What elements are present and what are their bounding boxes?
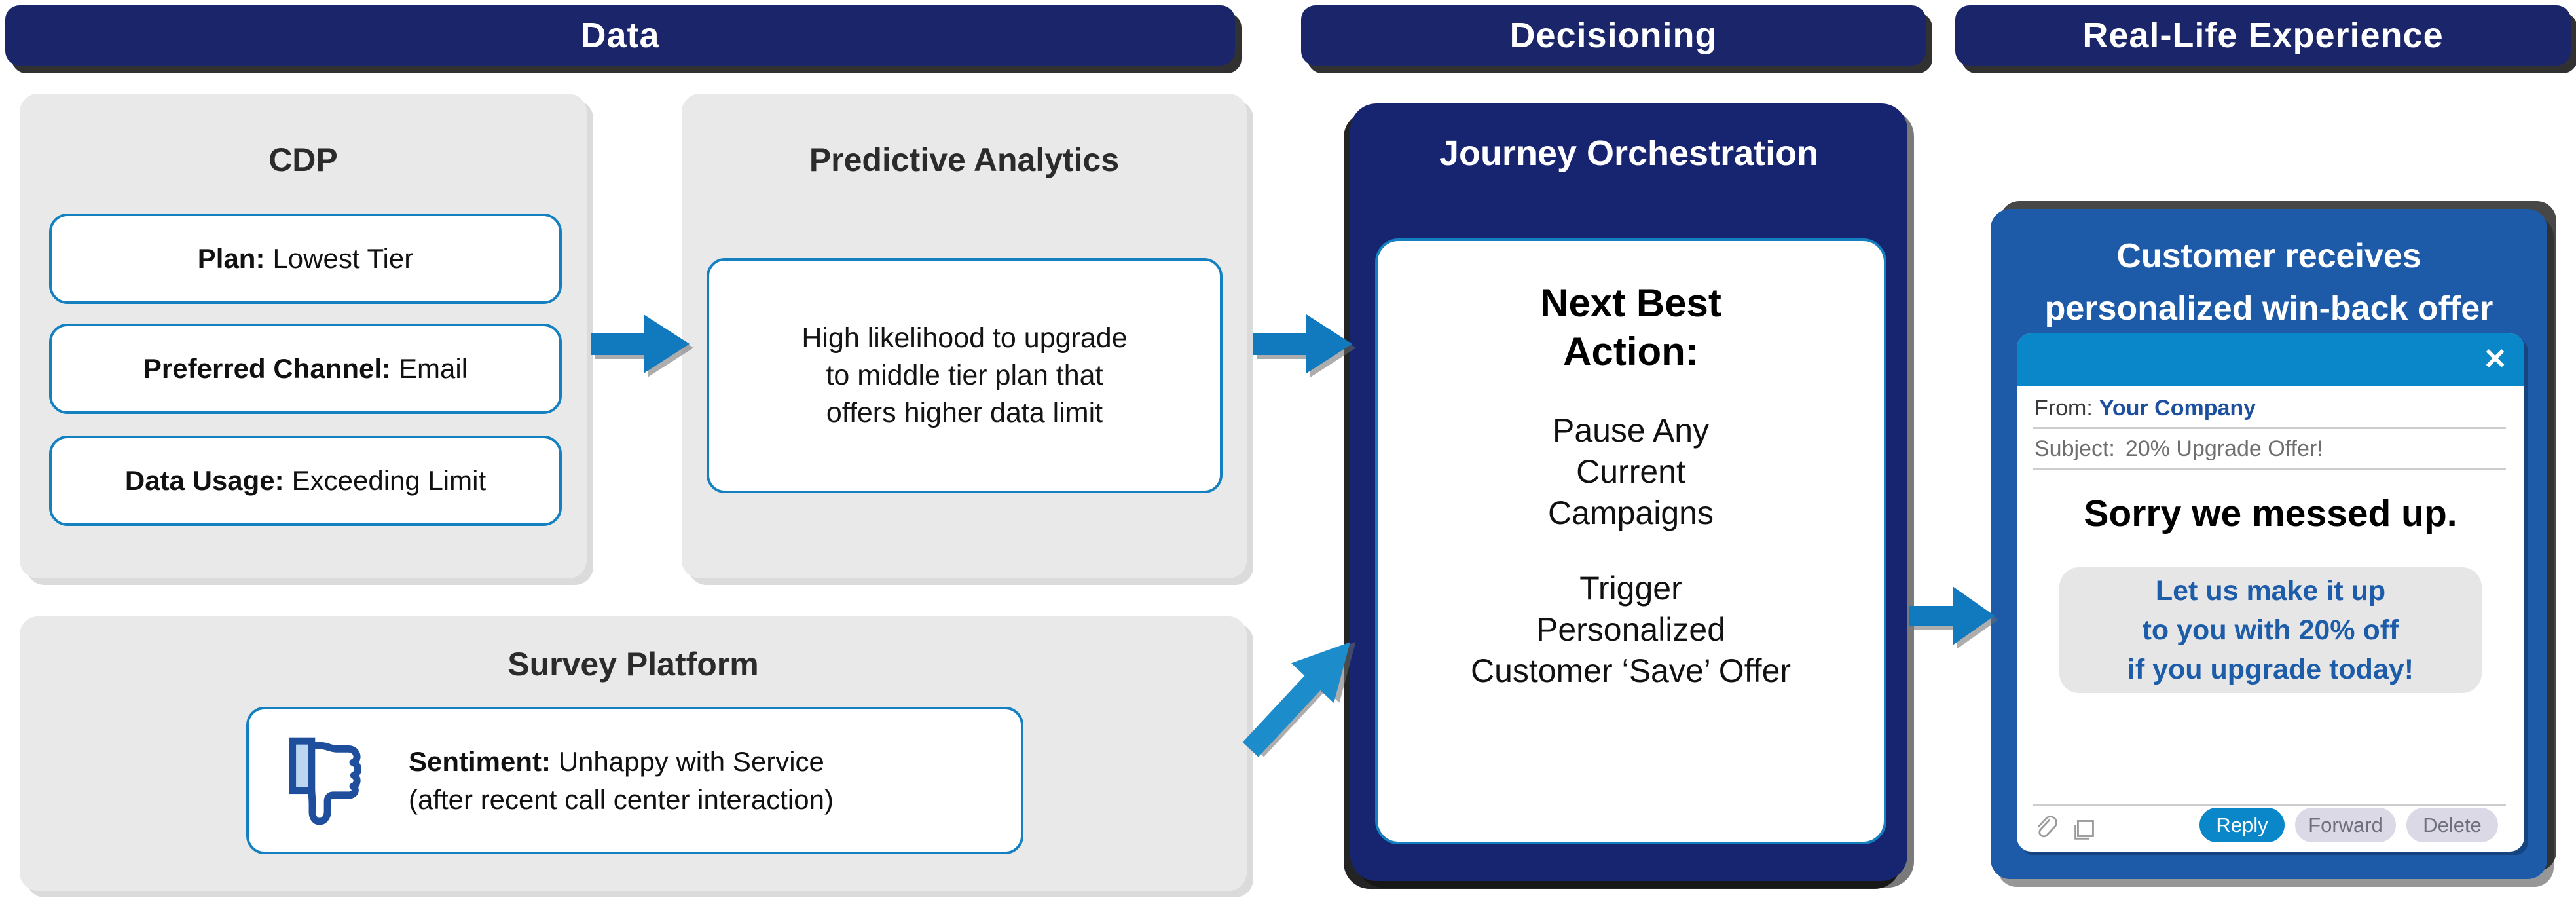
email-titlebar: [2017, 333, 2524, 386]
next-best-action-box: Next Best Action: Pause Any Current Camp…: [1375, 238, 1886, 844]
nba-action-pause: Pause Any Current Campaigns: [1548, 412, 1714, 531]
nba-action-trigger: Trigger Personalized Customer ‘Save’ Off…: [1470, 570, 1792, 689]
lane-header-data: Data: [5, 5, 1235, 66]
sentiment-line2: (after recent call center interaction): [409, 783, 834, 815]
cdp-preferred-channel-text: Preferred Channel:Email: [143, 353, 468, 384]
sentiment-text: Sentiment: Unhappy with Service (after r…: [409, 743, 834, 819]
cdp-data-usage-box: Data Usage:Exceeding Limit: [49, 436, 562, 526]
predictive-analytics-panel: Predictive Analytics High likelihood to …: [682, 94, 1247, 578]
cdp-title: CDP: [268, 141, 338, 178]
cdp-plan-text: Plan:Lowest Tier: [197, 243, 414, 274]
email-divider: [2033, 468, 2506, 470]
experience-title: Customer receives personalized win-back …: [2044, 237, 2493, 328]
journey-orchestration-title: Journey Orchestration: [1439, 134, 1819, 173]
lane-header-label: Data: [580, 16, 660, 55]
arrow-cdp-to-predictive: [591, 308, 690, 380]
email-divider: [2033, 804, 2506, 806]
survey-platform-panel: Survey Platform Sentiment: Unhappy with …: [20, 616, 1247, 891]
delete-button[interactable]: Delete: [2406, 808, 2498, 842]
cdp-data-usage-text: Data Usage:Exceeding Limit: [124, 465, 487, 496]
sentiment-line1: Sentiment: Unhappy with Service: [409, 745, 824, 777]
arrow-survey-to-journey: [1225, 619, 1376, 773]
email-action-buttons: Reply Forward Delete: [2199, 808, 2498, 842]
email-heading: Sorry we messed up.: [2084, 493, 2457, 535]
email-from-label: From:: [2034, 396, 2093, 421]
predictive-analytics-text: High likelihood to upgrade to middle tie…: [801, 322, 1128, 428]
journey-orchestration-panel: Journey Orchestration Next Best Action: …: [1350, 103, 1907, 881]
email-from-row: From:Your Company: [2034, 396, 2256, 421]
reply-button[interactable]: Reply: [2199, 808, 2285, 842]
lane-header-label: Real-Life Experience: [2082, 16, 2444, 55]
email-divider: [2033, 427, 2506, 429]
lane-header-decisioning: Decisioning: [1301, 5, 1926, 66]
survey-platform-title: Survey Platform: [507, 646, 759, 683]
copy-icon[interactable]: [2069, 814, 2099, 847]
lane-header-real-life-experience: Real-Life Experience: [1955, 5, 2571, 66]
predictive-analytics-box: High likelihood to upgrade to middle tie…: [707, 258, 1223, 493]
cdp-panel: CDP Plan:Lowest Tier Preferred Channel:E…: [20, 94, 587, 578]
email-subject-value: 20% Upgrade Offer!: [2125, 436, 2323, 461]
email-from-value[interactable]: Your Company: [2099, 396, 2256, 421]
cdp-plan-box: Plan:Lowest Tier: [49, 214, 562, 304]
email-toolbar-icons: [2031, 814, 2099, 847]
lane-header-label: Decisioning: [1509, 16, 1718, 55]
email-subject-label: Subject:: [2034, 436, 2115, 461]
next-best-action-heading: Next Best Action:: [1540, 281, 1721, 373]
predictive-analytics-title: Predictive Analytics: [809, 141, 1120, 178]
forward-button[interactable]: Forward: [2295, 808, 2396, 842]
email-offer-text: Let us make it up to you with 20% off if…: [2127, 575, 2414, 685]
arrow-predictive-to-journey: [1253, 308, 1352, 380]
thumbs-down-icon: [283, 732, 378, 830]
close-icon[interactable]: ✕: [2483, 343, 2507, 375]
arrow-journey-to-experience: [1909, 580, 1995, 652]
paperclip-icon[interactable]: [2031, 814, 2060, 846]
email-offer-box: Let us make it up to you with 20% off if…: [2059, 567, 2482, 693]
email-subject-row: Subject: 20% Upgrade Offer!: [2034, 436, 2323, 462]
real-life-experience-panel: Customer receives personalized win-back …: [1991, 209, 2547, 879]
survey-sentiment-box: Sentiment: Unhappy with Service (after r…: [246, 707, 1023, 854]
cdp-preferred-channel-box: Preferred Channel:Email: [49, 324, 562, 414]
email-window: ✕ From:Your Company Subject: 20% Upgrade …: [2017, 333, 2524, 852]
